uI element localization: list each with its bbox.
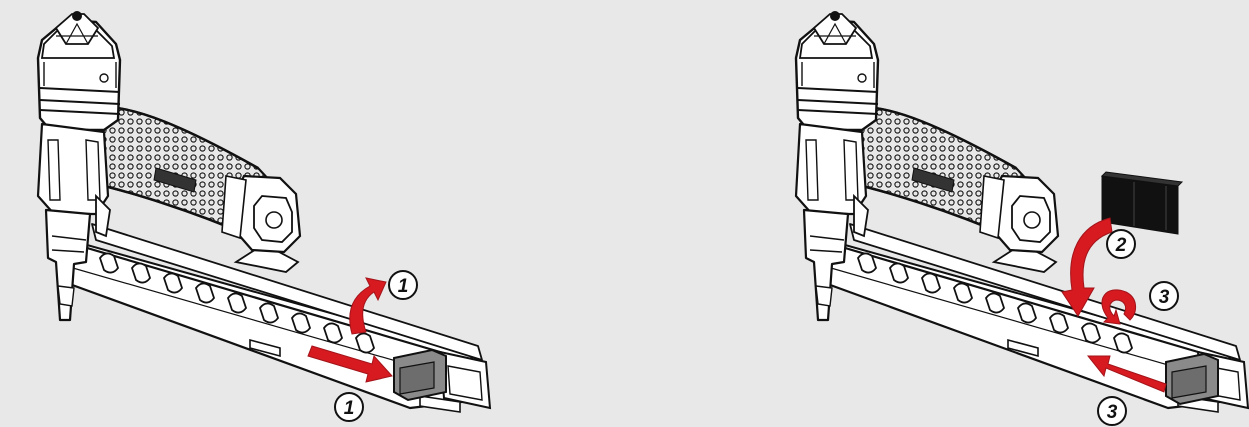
curved-arrow-icon: [349, 277, 387, 335]
step-label-insert-staples: 2: [1106, 229, 1136, 259]
step-number: 3: [1159, 287, 1170, 308]
step-label-push-pusher: 3: [1097, 396, 1127, 426]
straight-arrow-icon: [1086, 355, 1167, 393]
straight-arrow-icon: [307, 345, 393, 383]
curved-arrow-icon: [1101, 289, 1136, 325]
staple-strip-icon: [1100, 171, 1184, 235]
magazine-pusher: [393, 348, 447, 402]
step-number: 3: [1107, 402, 1118, 423]
step-number: 1: [398, 276, 409, 297]
step-number: 2: [1115, 235, 1127, 256]
step-label-close-latch: 3: [1149, 281, 1179, 311]
figure-open-magazine: 1 1: [36, 9, 492, 422]
step-label-open-latch: 1: [388, 270, 418, 300]
pneumatic-stapler-icon: [794, 9, 1249, 414]
step-label-pull-pusher: 1: [334, 392, 364, 422]
step-number: 1: [344, 398, 355, 419]
curved-arrow-icon: [1061, 217, 1113, 317]
figure-load-staples: 2 3 3: [794, 9, 1249, 426]
magazine-pusher: [1165, 352, 1219, 406]
